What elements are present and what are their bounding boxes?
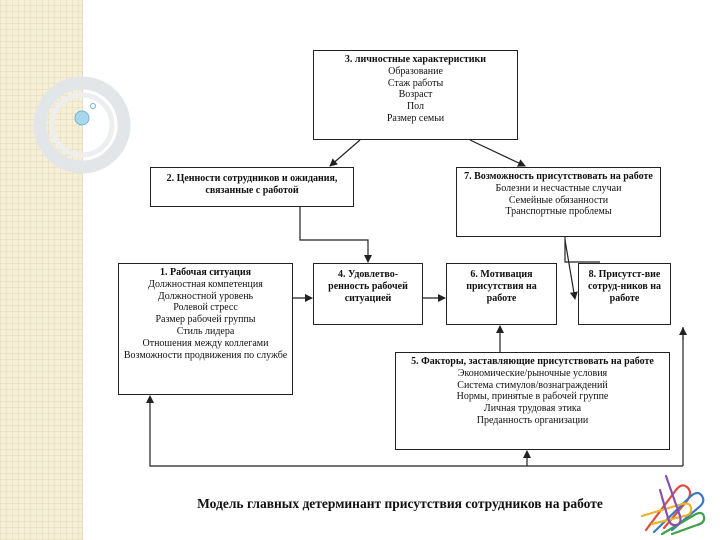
box-employee-values: 2. Ценности сотрудников и ожидания, связ… <box>150 167 354 207</box>
box-item: Пол <box>406 101 425 113</box>
arrow-3-to-7 <box>469 139 526 167</box>
box-title: 7. Возможность присутствовать на работе <box>464 171 653 182</box>
box-item: Должностная компетенция <box>148 278 263 290</box>
box-item: Размер рабочей группы <box>155 314 256 326</box>
box-item: Нормы, принятые в рабочей группе <box>456 391 609 403</box>
box-item: Стиль лидера <box>176 325 235 337</box>
arrow-7-to-8-tip <box>564 239 578 300</box>
box-title: 1. Рабочая ситуация <box>159 267 252 278</box>
box-item: Должностной уровень <box>157 290 254 302</box>
box-title: 2. Ценности сотрудников и ожидания, связ… <box>166 173 338 196</box>
box-item: Семейные обязанности <box>508 194 609 206</box>
box-title: 6. Мотивация присутствия на работе <box>466 269 537 304</box>
box-title: 4. Удовлетво-ренность рабочей ситуацией <box>328 269 408 304</box>
box-item: Ролевой стресс <box>173 302 238 314</box>
box-item: Возраст <box>398 89 433 101</box>
box-item: Размер семьи <box>386 112 445 124</box>
box-item: Стаж работы <box>387 77 444 89</box>
paperclips-icon <box>640 474 706 536</box>
box-item: Личная трудовая этика <box>483 403 582 415</box>
box-item: Экономические/рыночные условия <box>457 367 608 379</box>
diagram-caption: Модель главных детерминант присутствия с… <box>197 496 603 511</box>
box-item: Транспортные проблемы <box>505 206 612 218</box>
box-item: Отношения между коллегами <box>142 337 269 349</box>
box-pressures-to-attend: 5. Факторы, заставляющие присутствовать … <box>395 352 670 450</box>
box-employee-attendance: 8. Присутст-вие сотруд-ников на работе <box>578 263 671 325</box>
box-item: Образование <box>388 65 443 77</box>
arrow-2-to-4 <box>299 207 372 263</box>
arrow-3-to-2 <box>329 139 361 167</box>
box-item: Преданность организации <box>476 414 589 426</box>
arrow-7-to-8 <box>564 237 600 263</box>
box-title: 8. Присутст-вие сотруд-ников на работе <box>587 269 662 304</box>
box-title: 5. Факторы, заставляющие присутствовать … <box>411 356 654 367</box>
box-item: Система стимулов/вознаграждений <box>457 379 608 391</box>
box-personal-characteristics: 3. личностные характеристики Образование… <box>313 50 518 140</box>
decorative-circles-graphic <box>33 76 131 174</box>
box-work-situation: 1. Рабочая ситуация Должностная компетен… <box>118 263 293 395</box>
box-item: Возможности продвижения по службе <box>123 349 288 361</box>
box-item: Болезни и несчастные случаи <box>495 182 622 194</box>
box-attendance-motivation: 6. Мотивация присутствия на работе <box>446 263 557 325</box>
box-title: 3. личностные характеристики <box>344 54 487 65</box>
arrow-feedback-to-1 <box>146 395 683 467</box>
box-ability-to-attend: 7. Возможность присутствовать на работе … <box>456 167 661 237</box>
box-job-satisfaction: 4. Удовлетво-ренность рабочей ситуацией <box>313 263 423 325</box>
